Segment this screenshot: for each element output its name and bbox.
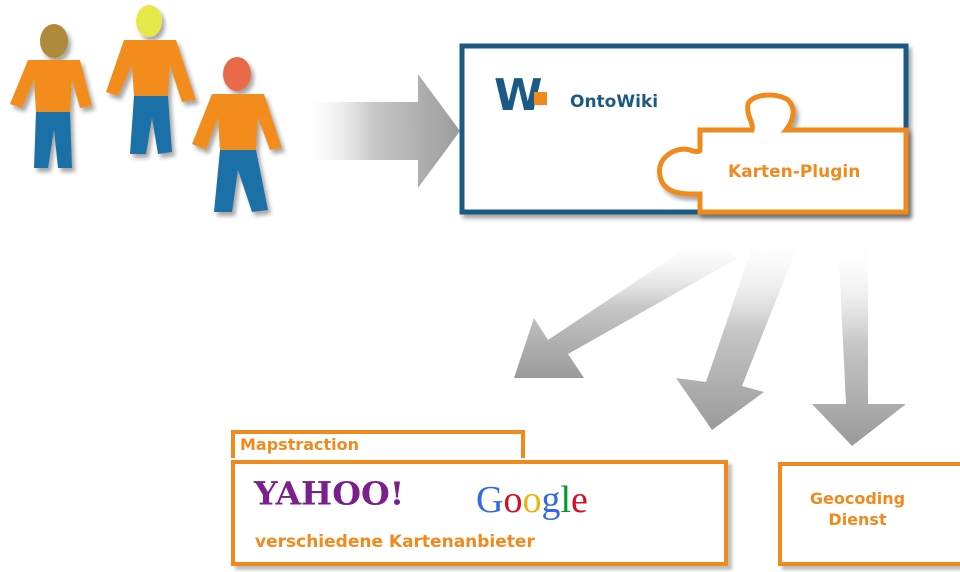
flow-arrow bbox=[676, 232, 800, 430]
ontowiki-title: OntoWiki bbox=[570, 92, 659, 112]
google-letter: G bbox=[476, 479, 504, 521]
flow-arrow bbox=[300, 74, 460, 188]
yahoo-logo: YAHOO! bbox=[254, 474, 405, 513]
geocoding-line1: Geocoding bbox=[809, 489, 906, 508]
person-icon bbox=[192, 57, 282, 212]
person-icon bbox=[10, 24, 92, 168]
google-letter: e bbox=[571, 479, 588, 521]
puzzle-piece-icon bbox=[657, 92, 909, 215]
geocoding-label: Geocoding Dienst bbox=[800, 488, 915, 530]
ontowiki-logo-dot bbox=[534, 92, 547, 105]
geocoding-box bbox=[778, 462, 960, 566]
google-letter: l bbox=[560, 479, 572, 521]
plugin-label: Karten-Plugin bbox=[728, 162, 861, 182]
user-group-icon bbox=[10, 5, 282, 212]
google-letter: o bbox=[503, 479, 523, 521]
mapstraction-label: Mapstraction bbox=[240, 435, 360, 454]
mapstraction-box bbox=[231, 460, 728, 566]
google-logo: Google bbox=[476, 478, 588, 522]
mapstraction-subtitle: verschiedene Kartenanbieter bbox=[255, 532, 535, 552]
flow-arrow bbox=[514, 236, 738, 378]
person-icon bbox=[106, 5, 196, 154]
google-letter: g bbox=[541, 479, 561, 521]
google-wordmark: Google bbox=[476, 479, 588, 521]
flow-arrow bbox=[812, 240, 906, 446]
geocoding-line2: Dienst bbox=[828, 510, 887, 529]
mapstraction-tab bbox=[231, 430, 525, 458]
google-letter: o bbox=[522, 479, 542, 521]
